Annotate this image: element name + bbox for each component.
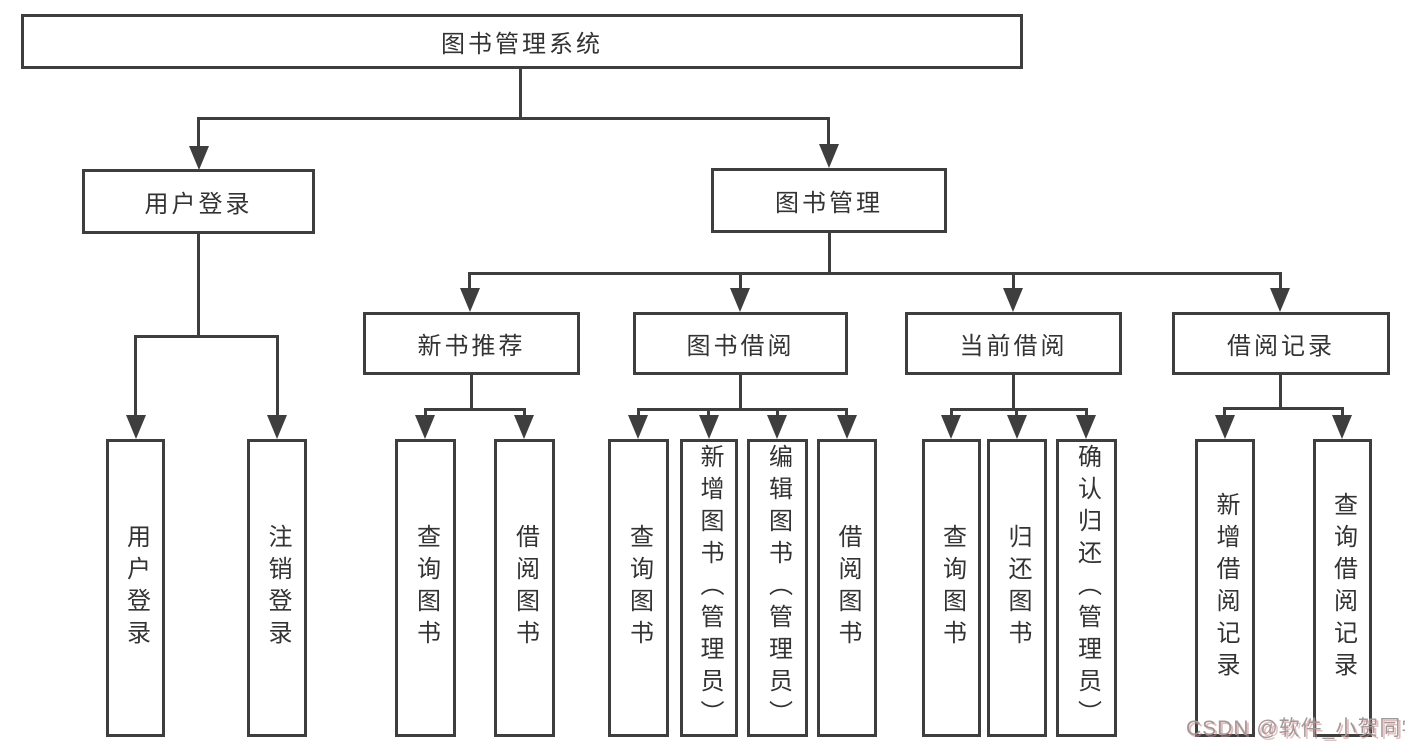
connector-to-add-record xyxy=(1223,407,1226,415)
leaf-query-book-1: 查询图书 xyxy=(395,439,456,737)
arrow-to-query-book-1 xyxy=(415,415,435,439)
connector-to-query-book-1 xyxy=(424,408,427,415)
connector-current-borrow-stem xyxy=(1012,375,1015,408)
node-book-management: 图书管理 xyxy=(711,168,947,233)
node-book-management-label: 图书管理 xyxy=(775,190,883,217)
connector-to-edit-book xyxy=(776,408,779,415)
arrow-to-user-login xyxy=(189,146,209,170)
arrow-to-edit-book xyxy=(767,415,787,439)
leaf-borrow-book-1-label: 借阅图书 xyxy=(511,524,539,652)
connector-to-book-management xyxy=(827,117,830,144)
node-book-borrow: 图书借阅 xyxy=(633,312,848,375)
leaf-logout: 注销登录 xyxy=(247,439,307,737)
connector-book-mgmt-split xyxy=(469,272,1282,275)
arrow-to-add-record xyxy=(1215,415,1235,439)
leaf-return-book: 归还图书 xyxy=(987,439,1047,737)
connector-to-return-book xyxy=(1015,408,1018,415)
arrow-to-leaf-logout xyxy=(267,415,287,439)
node-book-borrow-label: 图书借阅 xyxy=(686,333,795,360)
arrow-to-new-book-recommend xyxy=(460,288,480,312)
leaf-user-login: 用户登录 xyxy=(106,439,165,737)
arrow-to-borrow-records xyxy=(1270,288,1290,312)
leaf-query-record-label: 查询借阅记录 xyxy=(1329,492,1357,684)
leaf-confirm-return-label: 确认归还（管理员） xyxy=(1073,444,1101,732)
connector-to-borrow-book-1 xyxy=(523,408,526,415)
connector-to-query-record xyxy=(1341,407,1344,415)
arrow-to-book-borrow xyxy=(730,288,750,312)
connector-to-borrow-records xyxy=(1279,272,1282,288)
arrow-to-borrow-book-2 xyxy=(837,415,857,439)
connector-borrow-records-stem xyxy=(1279,375,1282,407)
connector-to-leaf-logout xyxy=(276,335,279,415)
node-new-book-recommend: 新书推荐 xyxy=(363,312,580,375)
leaf-add-book-label: 新增图书（管理员） xyxy=(696,444,723,732)
connector-root-stem xyxy=(519,69,522,117)
connector-book-mgmt-stem xyxy=(828,233,831,272)
connector-book-borrow-stem xyxy=(739,375,742,408)
connector-current-borrow-split xyxy=(950,408,1088,411)
leaf-edit-book: 编辑图书（管理员） xyxy=(747,439,808,737)
connector-to-query-book-2 xyxy=(637,408,640,415)
leaf-query-book-2: 查询图书 xyxy=(608,439,669,737)
node-borrow-records: 借阅记录 xyxy=(1172,312,1390,375)
arrow-to-leaf-user-login xyxy=(126,415,146,439)
leaf-query-book-1-label: 查询图书 xyxy=(412,524,440,652)
connector-root-split xyxy=(197,117,830,120)
connector-new-book-split xyxy=(424,408,526,411)
arrow-to-query-book-3 xyxy=(941,415,961,439)
leaf-borrow-book-2: 借阅图书 xyxy=(817,439,877,737)
connector-to-leaf-user-login xyxy=(134,335,137,415)
node-current-borrow-label: 当前借阅 xyxy=(959,333,1068,360)
node-root: 图书管理系统 xyxy=(21,14,1023,69)
connector-book-borrow-split xyxy=(637,408,848,411)
leaf-confirm-return: 确认归还（管理员） xyxy=(1056,439,1117,737)
leaf-query-record: 查询借阅记录 xyxy=(1313,439,1372,737)
csdn-watermark: CSDN @软件_小贺同学 xyxy=(1186,717,1405,740)
leaf-borrow-book-2-label: 借阅图书 xyxy=(834,524,861,652)
arrow-to-query-record xyxy=(1332,415,1352,439)
node-borrow-records-label: 借阅记录 xyxy=(1227,333,1335,360)
leaf-user-login-label: 用户登录 xyxy=(122,524,150,652)
leaf-query-book-2-label: 查询图书 xyxy=(625,524,653,652)
connector-to-query-book-3 xyxy=(950,408,953,415)
leaf-borrow-book-1: 借阅图书 xyxy=(494,439,555,737)
node-current-borrow: 当前借阅 xyxy=(905,312,1122,375)
connector-to-book-borrow xyxy=(739,272,742,288)
node-new-book-recommend-label: 新书推荐 xyxy=(417,333,526,360)
leaf-edit-book-label: 编辑图书（管理员） xyxy=(764,444,792,732)
arrow-to-query-book-2 xyxy=(628,415,648,439)
connector-to-add-book xyxy=(707,408,710,415)
leaf-query-book-3: 查询图书 xyxy=(922,439,981,737)
connector-user-login-stem xyxy=(197,234,200,335)
node-user-login: 用户登录 xyxy=(82,169,315,234)
arrow-to-book-management xyxy=(819,144,839,168)
leaf-return-book-label: 归还图书 xyxy=(1004,524,1031,652)
leaf-add-record: 新增借阅记录 xyxy=(1195,439,1255,737)
connector-to-confirm-return xyxy=(1085,408,1088,415)
connector-borrow-records-split xyxy=(1223,407,1344,410)
connector-to-new-book-recommend xyxy=(468,272,471,288)
arrow-to-confirm-return xyxy=(1076,415,1096,439)
leaf-add-book: 新增图书（管理员） xyxy=(680,439,738,737)
arrow-to-add-book xyxy=(699,415,719,439)
connector-to-borrow-book-2 xyxy=(845,408,848,415)
leaf-query-book-3-label: 查询图书 xyxy=(938,524,966,652)
node-user-login-label: 用户登录 xyxy=(144,191,253,218)
leaf-add-record-label: 新增借阅记录 xyxy=(1212,492,1239,684)
leaf-logout-label: 注销登录 xyxy=(264,524,291,652)
connector-new-book-stem xyxy=(470,375,473,408)
arrow-to-return-book xyxy=(1007,415,1027,439)
connector-to-user-login xyxy=(197,117,200,146)
arrow-to-borrow-book-1 xyxy=(514,415,534,439)
arrow-to-current-borrow xyxy=(1003,288,1023,312)
connector-user-login-split xyxy=(134,335,279,338)
connector-to-current-borrow xyxy=(1012,272,1015,288)
node-root-label: 图书管理系统 xyxy=(441,31,603,58)
